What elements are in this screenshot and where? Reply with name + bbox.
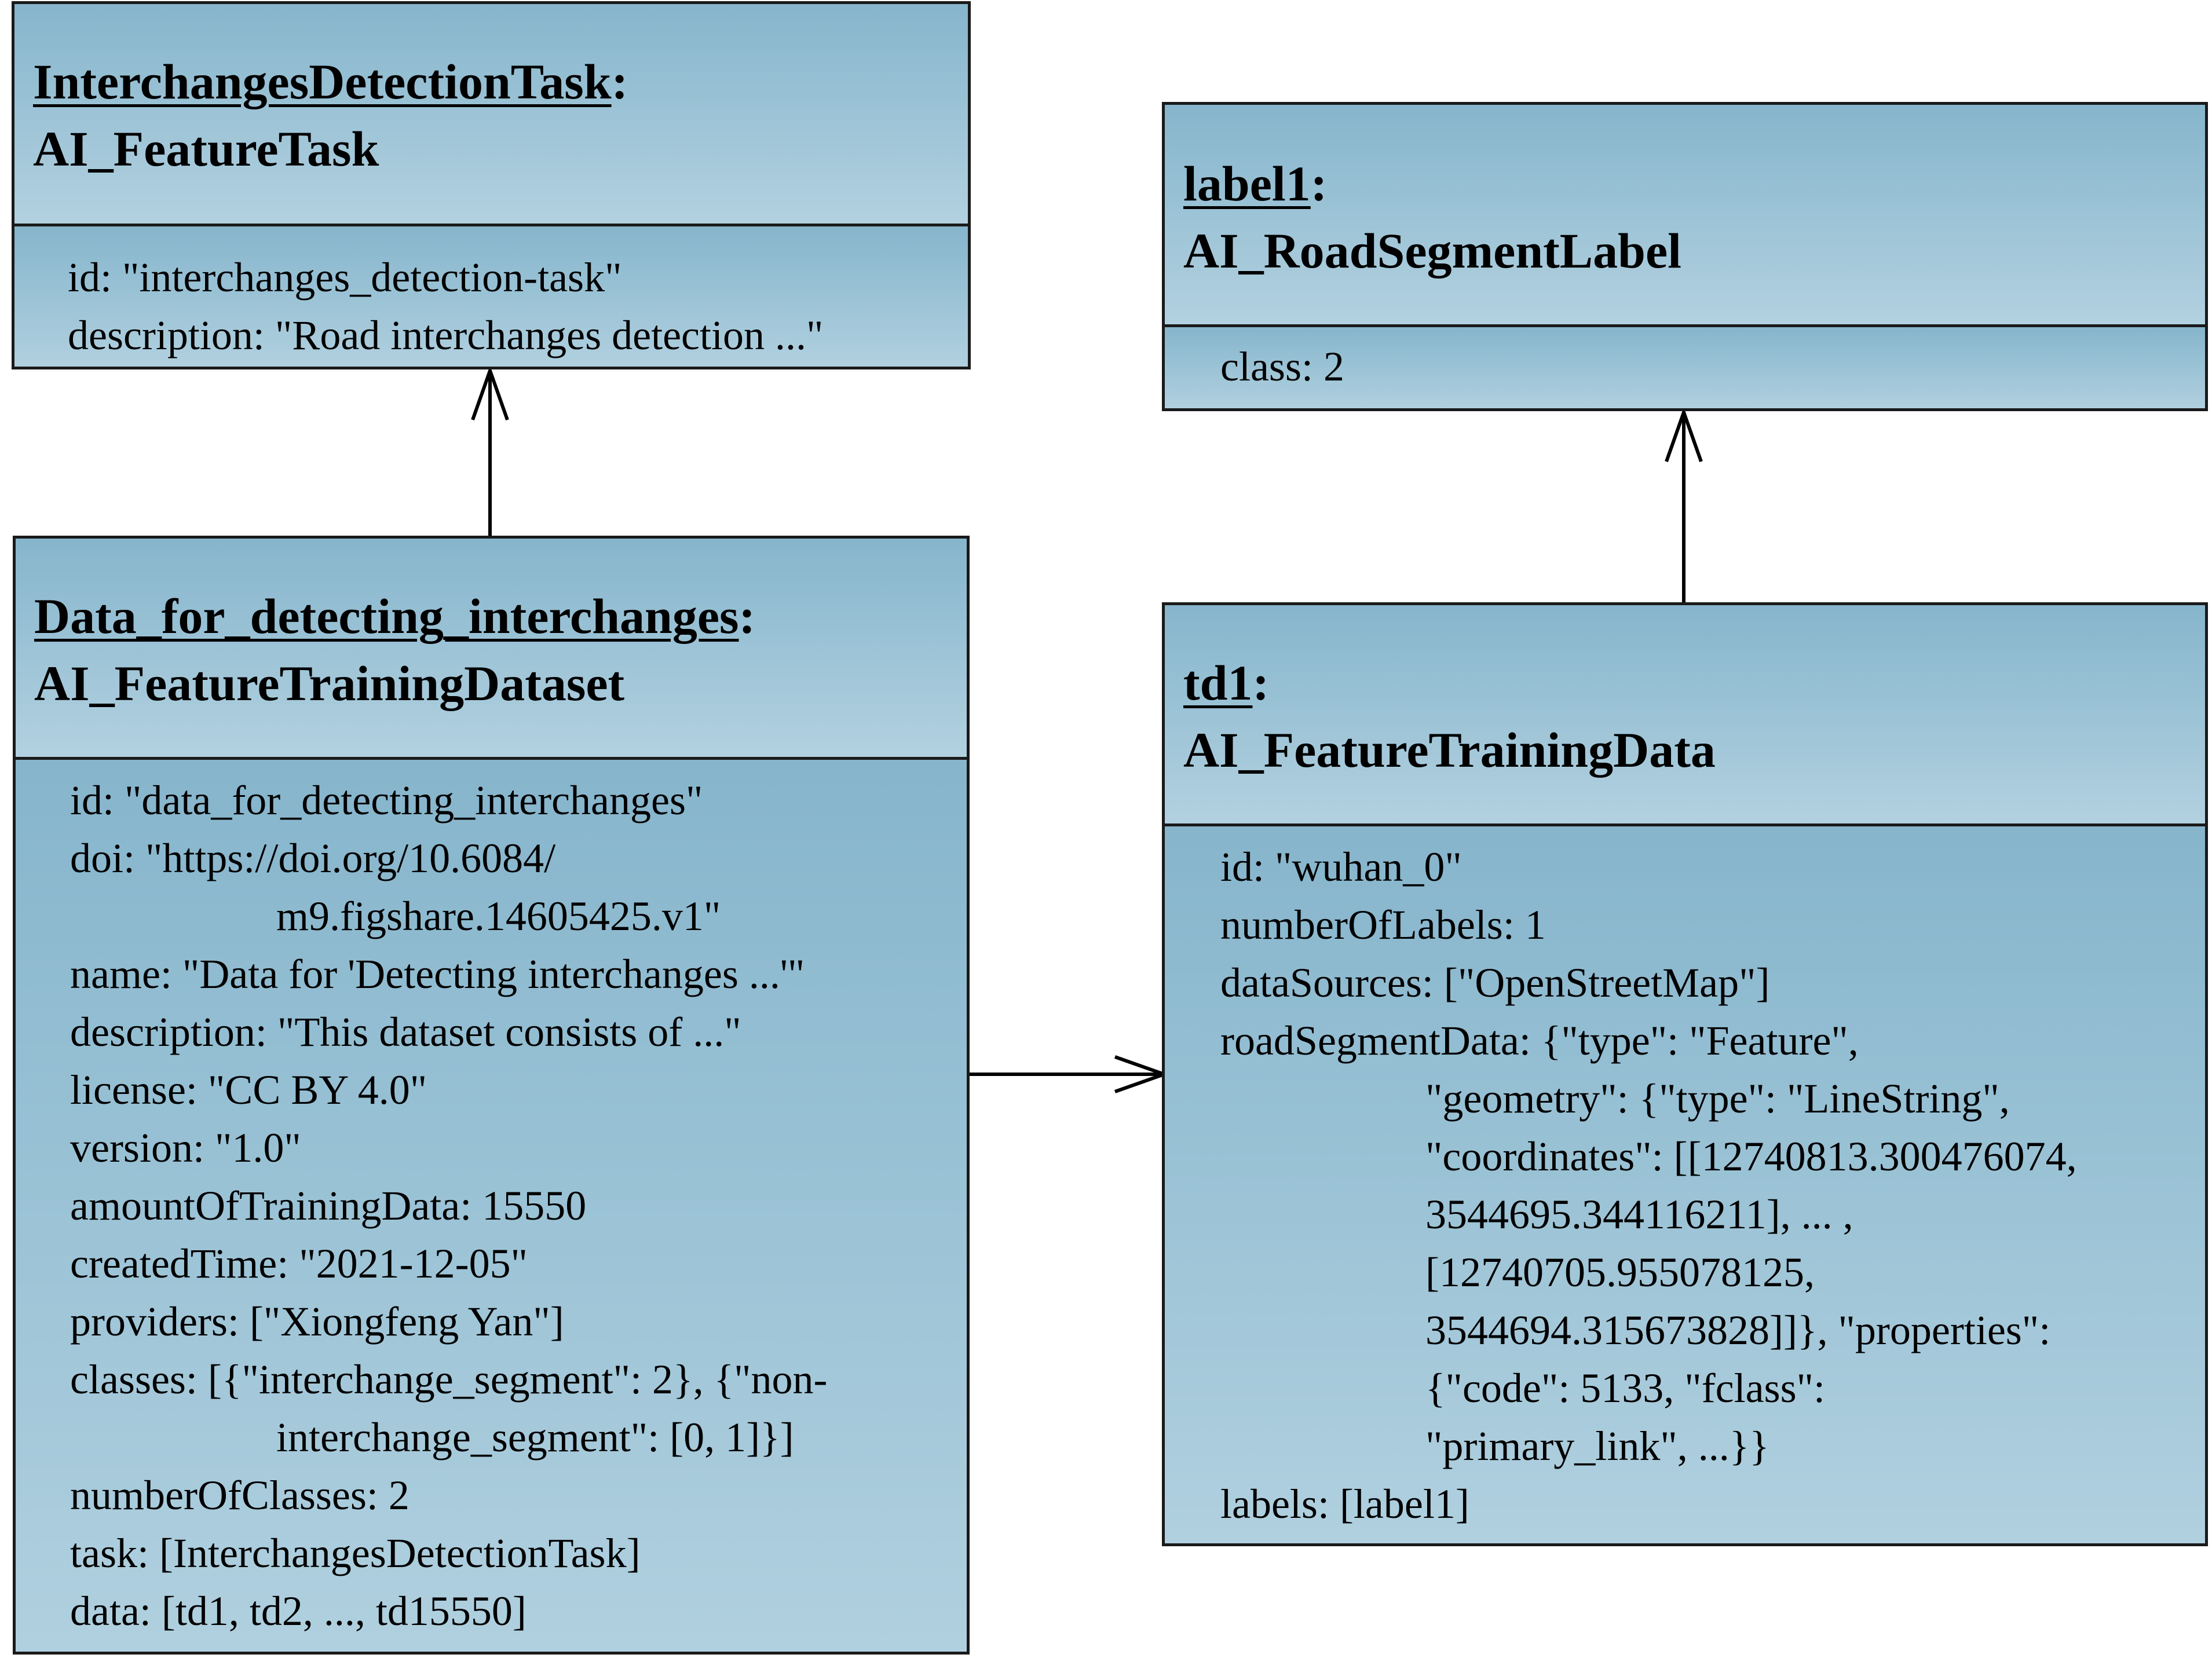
task-object-name: InterchangesDetectionTask <box>33 54 612 109</box>
task-object-colon: : <box>611 54 628 109</box>
td-attr-properties-cont: "primary_link", ...}} <box>1425 1423 1769 1469</box>
task-attr-description: description: "Road interchanges detectio… <box>68 312 824 358</box>
training-data-object-box: td1: AI_FeatureTrainingData id: "wuhan_0… <box>1162 602 2208 1546</box>
dataset-object-box: Data_for_detecting_interchanges: AI_Feat… <box>13 536 970 1655</box>
td-attr-coordinates-cont3: 3544694.315673828]]}, "properties": <box>1425 1307 2051 1353</box>
label-object-box: label1: AI_RoadSegmentLabel class: 2 <box>1162 102 2208 411</box>
label-object-colon: : <box>1310 156 1328 211</box>
dataset-attr-description: description: "This dataset consists of .… <box>70 1009 741 1055</box>
label-attributes: class: 2 <box>1165 327 2205 408</box>
td-attr-coordinates: "coordinates": [[12740813.300476074, <box>1425 1133 2077 1180</box>
td-attr-geometry: "geometry": {"type": "LineString", <box>1425 1075 2010 1122</box>
dataset-attributes: id: "data_for_detecting_interchanges" do… <box>16 760 967 1652</box>
training-data-object-name: td1 <box>1183 655 1253 711</box>
dataset-attr-classes: classes: [{"interchange_segment": 2}, {"… <box>70 1356 828 1403</box>
td-attr-coordinates-cont1: 3544695.344116211], ... , <box>1425 1191 1853 1238</box>
dataset-object-colon: : <box>738 588 756 644</box>
dataset-attr-license: license: "CC BY 4.0" <box>70 1067 427 1113</box>
dataset-attr-providers: providers: ["Xiongfeng Yan"] <box>70 1298 564 1345</box>
label-object-header: label1: AI_RoadSegmentLabel <box>1165 105 2205 327</box>
label-object-name: label1 <box>1183 156 1311 211</box>
dataset-attr-name: name: "Data for 'Detecting interchanges … <box>70 951 805 997</box>
dataset-attr-doi: doi: "https://doi.org/10.6084/ <box>70 835 556 881</box>
td-attr-num-labels: numberOfLabels: 1 <box>1220 902 1546 948</box>
td-attr-data-sources: dataSources: ["OpenStreetMap"] <box>1220 960 1770 1006</box>
td-attr-road-segment-data: roadSegmentData: {"type": "Feature", <box>1220 1018 1859 1064</box>
dataset-attr-doi-cont: m9.figshare.14605425.v1" <box>276 893 721 939</box>
label-attr-class: class: 2 <box>1220 343 1344 390</box>
dataset-attr-task: task: [InterchangesDetectionTask] <box>70 1530 641 1576</box>
training-data-object-header: td1: AI_FeatureTrainingData <box>1165 605 2205 826</box>
task-attributes: id: "interchanges_detection-task" descri… <box>14 226 968 367</box>
dataset-attr-data: data: [td1, td2, ..., td15550] <box>70 1588 527 1634</box>
arrowhead-label <box>1665 407 1703 462</box>
dataset-attr-classes-cont: interchange_segment": [0, 1]}] <box>276 1414 794 1461</box>
task-object-box: InterchangesDetectionTask: AI_FeatureTas… <box>12 1 971 369</box>
dataset-class-name: AI_FeatureTrainingDataset <box>34 656 625 711</box>
td-attr-coordinates-cont2: [12740705.955078125, <box>1425 1249 1815 1295</box>
dataset-attr-version: version: "1.0" <box>70 1125 301 1171</box>
td-attr-labels: labels: [label1] <box>1220 1481 1469 1527</box>
training-data-attributes: id: "wuhan_0" numberOfLabels: 1 dataSour… <box>1165 826 2205 1543</box>
td-attr-id: id: "wuhan_0" <box>1220 844 1462 890</box>
dataset-object-header: Data_for_detecting_interchanges: AI_Feat… <box>16 539 967 760</box>
dataset-attr-num-classes: numberOfClasses: 2 <box>70 1472 410 1518</box>
task-attr-id: id: "interchanges_detection-task" <box>68 254 622 301</box>
training-data-class-name: AI_FeatureTrainingData <box>1183 722 1716 778</box>
arrowhead-task <box>471 365 509 420</box>
label-class-name: AI_RoadSegmentLabel <box>1183 223 1682 279</box>
task-class-name: AI_FeatureTask <box>33 121 379 177</box>
task-object-header: InterchangesDetectionTask: AI_FeatureTas… <box>14 4 968 226</box>
dataset-attr-created: createdTime: "2021-12-05" <box>70 1240 528 1287</box>
dataset-attr-amount: amountOfTrainingData: 15550 <box>70 1183 587 1229</box>
dataset-object-name: Data_for_detecting_interchanges <box>34 588 739 644</box>
dataset-attr-id: id: "data_for_detecting_interchanges" <box>70 777 703 823</box>
td-attr-properties: {"code": 5133, "fclass": <box>1425 1365 1825 1411</box>
training-data-object-colon: : <box>1252 655 1270 711</box>
